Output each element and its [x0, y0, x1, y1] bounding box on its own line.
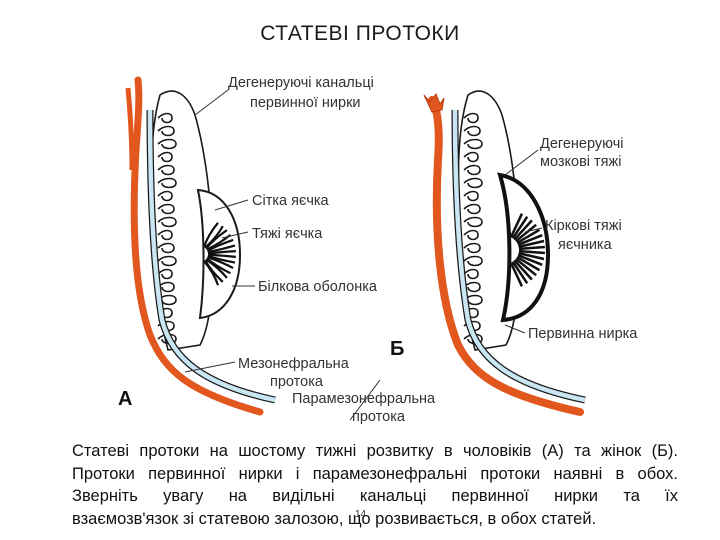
mesonephric-tubule	[463, 177, 483, 189]
duct-outline-a	[125, 87, 135, 171]
caption-line-3: Зверніть увагу на видільні канальці перв…	[72, 487, 678, 505]
gonad-cord	[518, 239, 545, 249]
gonad-cord	[513, 219, 533, 241]
label-rete-testis: Сітка яєчка	[252, 193, 330, 209]
mesonephric-tubule	[157, 281, 175, 293]
caption-line-1: Статеві протоки на шостому тижні розвитк…	[72, 442, 678, 460]
mesonephric-tubule	[463, 216, 483, 228]
genital-ducts-diagram: Дегенеруючі канальці первинної нирки Сіт…	[118, 75, 638, 425]
mesonephric-tubule	[157, 255, 177, 267]
mesonephric-tubule	[157, 242, 175, 254]
mesonephric-tubule	[157, 125, 175, 137]
panel-b: Дегенеруючі мозкові тяжі Кіркові тяжі яє…	[292, 90, 638, 425]
gonad-cord	[516, 256, 541, 272]
gonad-cord	[206, 238, 234, 252]
testis-outline	[196, 188, 242, 320]
label-cortical-cords-2: яєчника	[558, 237, 613, 253]
gonad-cord	[517, 254, 543, 266]
mesonephric-tubule	[463, 255, 483, 267]
panel-a: Дегенеруючі канальці первинної нирки Сіт…	[118, 75, 378, 416]
gonad-cord	[203, 260, 220, 286]
gonad-cord	[207, 254, 236, 264]
caption-line-2: Протоки первинної нирки і парамезонефрал…	[72, 464, 678, 483]
gonad-cord	[511, 261, 529, 284]
label-degenerating-tubules-2: первинної нирки	[250, 95, 361, 111]
gonad-cord	[516, 228, 541, 244]
gonad-cord	[517, 234, 543, 246]
mesonephric-tubule	[157, 268, 173, 280]
leader-lines-b	[349, 149, 543, 421]
mesonephric-tubule	[157, 203, 175, 215]
mesonephric-tubule	[157, 190, 173, 202]
mesonephric-tubule	[463, 281, 481, 293]
mesonephric-tubule	[463, 138, 483, 150]
leader-lines-a	[184, 89, 255, 373]
mesonephric-tubule	[463, 125, 481, 137]
gonad-cord	[205, 229, 228, 250]
mesonephric-tubule	[463, 229, 479, 241]
label-testis-cords: Тяжі яєчка	[252, 226, 323, 242]
gonad-cord	[207, 244, 236, 254]
gonad-cord	[511, 216, 529, 239]
mesonephric-tubule	[157, 294, 177, 306]
mesonephric-tubule	[463, 190, 479, 202]
label-paramesonephric-duct-1: Парамезонефральна	[292, 391, 436, 407]
page-title: СТАТЕВІ ПРОТОКИ	[260, 22, 460, 45]
paramesonephric-duct-b	[428, 96, 584, 416]
mesonephric-tubule	[463, 203, 481, 215]
panel-letter-a: А	[118, 388, 132, 410]
gonad-cord	[202, 222, 219, 248]
gonad-cord	[206, 257, 231, 275]
gonad-cord	[515, 223, 537, 243]
fimbria-b	[423, 92, 445, 113]
mesonephric-tubule	[157, 229, 173, 241]
panel-letter-b: Б	[390, 338, 404, 360]
mesonephric-tubule	[157, 138, 177, 150]
mesonephric-tubule	[157, 112, 173, 124]
mesonephric-tubule	[463, 151, 479, 163]
mesonephric-tubule	[157, 216, 177, 228]
mesonephric-tubule	[157, 177, 177, 189]
gonad-cord	[207, 253, 237, 258]
label-degenerating-tubules-1: Дегенеруючі канальці	[228, 75, 374, 91]
mesonephric-tubule	[157, 164, 175, 176]
label-degenerating-cords-1: Дегенеруючі	[540, 136, 623, 152]
figure-caption: Статеві протоки на шостому тижні розвитк…	[72, 440, 678, 530]
gonad-cord	[513, 259, 533, 281]
testis-cords	[202, 222, 237, 286]
mesonephric-tubule	[463, 294, 483, 306]
gonad-cord	[509, 213, 524, 238]
mesonephric-tubule	[463, 242, 481, 254]
paramesonephric-duct-a	[130, 76, 264, 416]
gonad-cord	[207, 256, 234, 270]
ovary-cortical-cords	[509, 213, 545, 287]
label-mesonephric-duct-1: Мезонефральна	[238, 356, 350, 372]
gonad-cord	[207, 250, 236, 255]
gonad-cord	[515, 257, 537, 277]
label-paramesonephric-duct-2: протока	[352, 409, 406, 425]
mesonephric-tubule	[463, 164, 481, 176]
label-primary-kidney: Первинна нирка	[528, 326, 638, 342]
gonad-cord	[518, 245, 545, 251]
label-tunica-albuginea: Білкова оболонка	[258, 279, 378, 295]
label-cortical-cords-1: Кіркові тяжі	[545, 218, 622, 234]
mesonephric-tubule	[463, 112, 479, 124]
mesonephric-tubule	[157, 151, 173, 163]
page-number: 14	[355, 509, 367, 520]
gonad-cord	[205, 258, 228, 279]
mesonephric-tubule	[463, 268, 479, 280]
gonad-cord	[518, 249, 545, 255]
gonad-cord	[509, 262, 524, 287]
caption-line-4: взаємозв'язок зі статевою залозою, що ро…	[72, 509, 597, 528]
label-mesonephric-duct-2: протока	[270, 374, 324, 390]
gonad-cord	[518, 251, 545, 261]
label-degenerating-cords-2: мозкові тяжі	[540, 154, 621, 170]
